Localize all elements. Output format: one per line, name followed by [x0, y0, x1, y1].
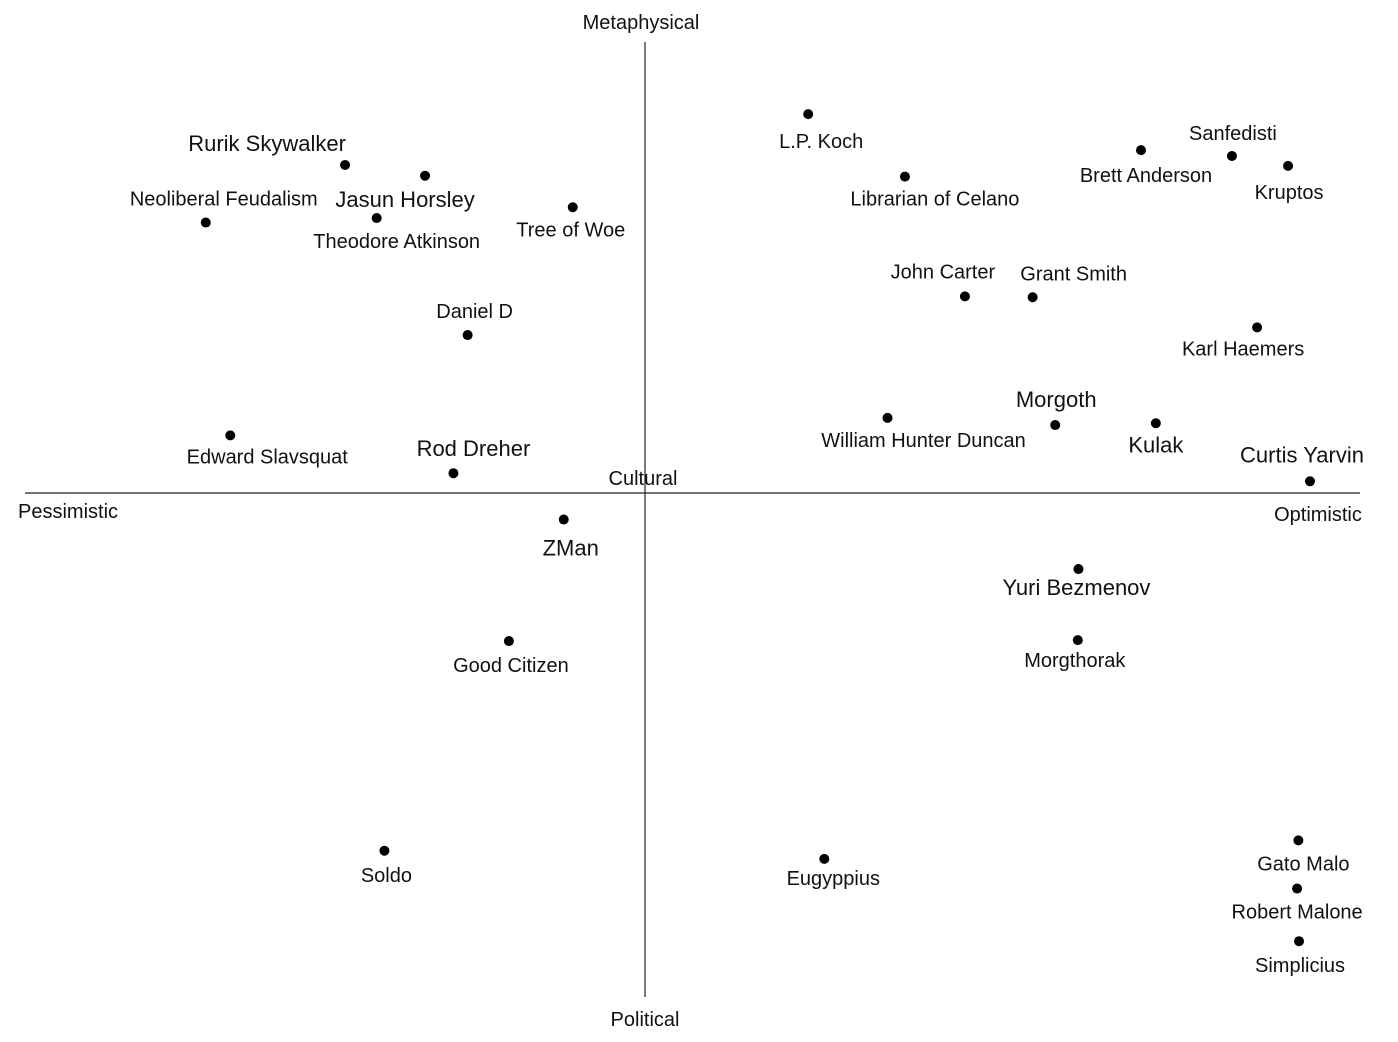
point-label: Morgthorak — [1024, 650, 1126, 672]
point-label: Daniel D — [436, 301, 513, 323]
point-grant-smith: Grant Smith — [1020, 263, 1127, 303]
point-marker — [420, 170, 431, 181]
y-axis-positive-label: Metaphysical — [583, 12, 700, 34]
point-marker — [200, 217, 211, 228]
point-marker — [959, 291, 970, 302]
point-label: Curtis Yarvin — [1240, 442, 1364, 467]
point-label: Robert Malone — [1232, 902, 1363, 924]
point-label: ZMan — [543, 536, 599, 561]
point-marker — [1293, 835, 1304, 846]
point-marker — [1050, 420, 1061, 431]
point-marker — [1073, 564, 1084, 575]
point-label: L.P. Koch — [779, 131, 863, 153]
point-marker — [448, 468, 459, 479]
point-marker — [225, 430, 236, 441]
point-marker — [1027, 292, 1038, 303]
point-gato-malo: Gato Malo — [1257, 835, 1350, 875]
point-label: William Hunter Duncan — [821, 430, 1026, 452]
point-label: Kruptos — [1255, 182, 1324, 204]
point-label: Sanfedisti — [1189, 123, 1277, 145]
point-robert-malone: Robert Malone — [1232, 883, 1363, 924]
point-jasun-horsley: Jasun Horsley — [335, 170, 475, 212]
x-axis-negative-label: Pessimistic — [18, 501, 118, 523]
point-tree-of-woe: Tree of Woe — [516, 202, 625, 241]
point-marker — [462, 330, 473, 341]
point-marker — [1304, 476, 1315, 487]
point-john-carter: John Carter — [891, 261, 996, 302]
point-label: Tree of Woe — [516, 219, 625, 241]
point-william-hunter-duncan: William Hunter Duncan — [821, 412, 1026, 452]
point-label: Gato Malo — [1257, 853, 1349, 875]
x-axis-positive-label: Optimistic — [1274, 504, 1362, 526]
point-marker — [882, 412, 893, 423]
point-marker — [1150, 418, 1161, 429]
point-label: Yuri Bezmenov — [1002, 575, 1150, 600]
point-morgoth: Morgoth — [1016, 387, 1097, 431]
point-marker — [1252, 322, 1263, 333]
point-label: Karl Haemers — [1182, 338, 1304, 360]
point-label: Kulak — [1128, 432, 1184, 457]
point-marker — [1292, 883, 1303, 894]
point-label: Theodore Atkinson — [313, 231, 480, 253]
point-sanfedisti: Sanfedisti — [1189, 123, 1277, 161]
point-eugyppius: Eugyppius — [787, 853, 880, 890]
point-label: John Carter — [891, 261, 996, 283]
point-marker — [899, 171, 910, 182]
point-marker — [1136, 145, 1147, 156]
point-curtis-yarvin: Curtis Yarvin — [1240, 442, 1364, 487]
center-axis-label: Cultural — [609, 468, 678, 490]
point-morgthorak: Morgthorak — [1024, 635, 1126, 672]
point-theodore-atkinson: Theodore Atkinson — [313, 213, 480, 253]
point-librarian-of-celano: Librarian of Celano — [850, 171, 1019, 211]
point-label: Morgoth — [1016, 387, 1097, 412]
point-kruptos: Kruptos — [1255, 160, 1324, 204]
point-good-citizen: Good Citizen — [453, 636, 569, 677]
point-label: Soldo — [361, 865, 412, 887]
point-marker — [1072, 635, 1083, 646]
point-marker — [1226, 150, 1237, 161]
point-label: Neoliberal Feudalism — [130, 189, 318, 211]
point-label: Jasun Horsley — [335, 187, 474, 212]
point-yuri-bezmenov: Yuri Bezmenov — [1002, 564, 1150, 600]
point-l-p-koch: L.P. Koch — [779, 109, 863, 153]
point-label: Brett Anderson — [1080, 165, 1212, 187]
y-axis-negative-label: Political — [611, 1009, 680, 1031]
point-label: Eugyppius — [787, 868, 880, 890]
point-marker — [803, 109, 814, 120]
point-label: Edward Slavsquat — [187, 446, 349, 468]
point-daniel-d: Daniel D — [436, 301, 513, 341]
point-label: Simplicius — [1255, 955, 1345, 977]
point-marker — [1294, 936, 1305, 947]
point-simplicius: Simplicius — [1255, 936, 1345, 977]
point-brett-anderson: Brett Anderson — [1080, 145, 1212, 187]
point-label: Good Citizen — [453, 655, 569, 677]
point-label: Rod Dreher — [417, 436, 531, 461]
point-marker — [371, 213, 382, 224]
point-neoliberal-feudalism: Neoliberal Feudalism — [130, 189, 318, 228]
point-label: Rurik Skywalker — [188, 131, 346, 156]
point-karl-haemers: Karl Haemers — [1182, 322, 1304, 360]
point-edward-slavsquat: Edward Slavsquat — [187, 430, 349, 468]
point-marker — [558, 514, 569, 525]
point-rurik-skywalker: Rurik Skywalker — [188, 131, 351, 170]
point-marker — [340, 159, 351, 170]
point-kulak: Kulak — [1128, 418, 1184, 457]
point-soldo: Soldo — [361, 845, 412, 887]
point-marker — [1283, 160, 1294, 171]
point-rod-dreher: Rod Dreher — [417, 436, 531, 479]
point-zman: ZMan — [543, 514, 599, 561]
point-marker — [503, 636, 514, 647]
point-label: Grant Smith — [1020, 263, 1127, 285]
point-marker — [567, 202, 578, 213]
point-label: Librarian of Celano — [850, 189, 1019, 211]
point-marker — [819, 853, 830, 864]
point-marker — [379, 845, 390, 856]
